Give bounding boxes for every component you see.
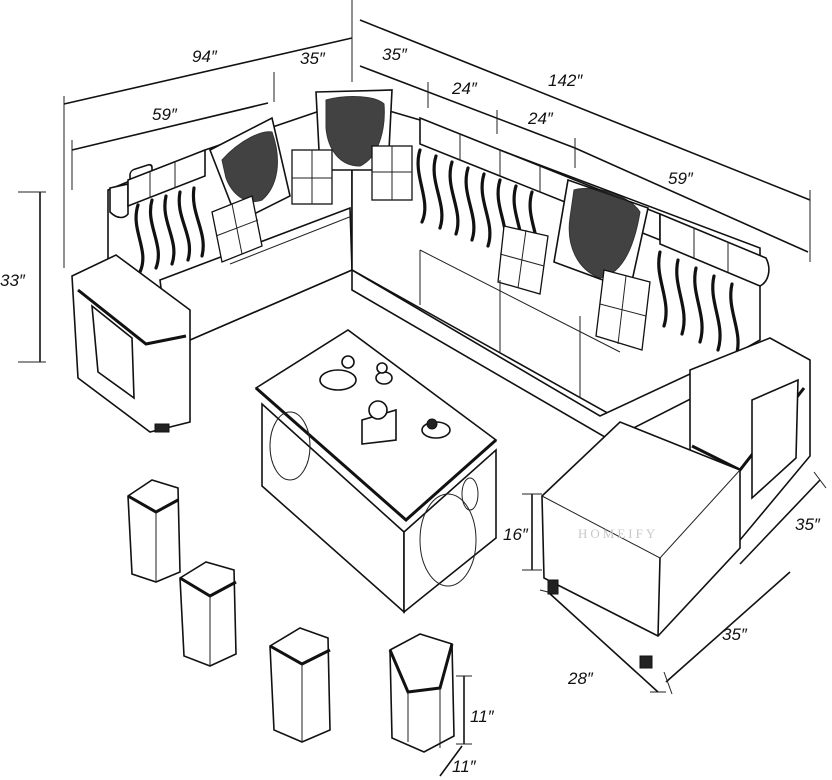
stools (127, 479, 455, 753)
stool-2 (179, 561, 237, 667)
dimension-labels: 94″ 59″ 35″ 35″ 142″ 24″ 24″ 59″ 33″ 16″… (0, 45, 821, 776)
label-corner-right: 35″ (382, 45, 408, 64)
label-left-section-seat: 59″ (152, 105, 178, 124)
label-chaise-front: 28″ (567, 669, 594, 688)
sofa-left-section (71, 98, 353, 433)
dimension-lines (18, 0, 827, 777)
label-right-module-a: 24″ (451, 79, 478, 98)
label-seat-height: 16″ (503, 525, 529, 544)
coffee-table (254, 329, 498, 614)
tea-set (319, 355, 451, 445)
label-right-module-b: 24″ (527, 109, 554, 128)
label-right-section-seat: 59″ (668, 169, 694, 188)
label-chaise-depth: 35″ (795, 515, 821, 534)
watermark-text: HOMEIFY (578, 526, 658, 541)
label-stool-width: 11″ (452, 757, 477, 776)
stool-3 (269, 627, 331, 743)
label-height: 33″ (0, 271, 26, 290)
sofa-right-section (291, 89, 811, 542)
stool-1 (127, 479, 181, 583)
label-stool-height: 11″ (470, 707, 495, 726)
stool-4 (388, 633, 455, 753)
label-left-section-total: 94″ (192, 47, 218, 66)
sofa-chaise: HOMEIFY (541, 421, 741, 669)
label-chaise-width-side: 35″ (722, 625, 748, 644)
label-corner-left: 35″ (300, 49, 326, 68)
label-right-section-total: 142″ (548, 71, 583, 90)
